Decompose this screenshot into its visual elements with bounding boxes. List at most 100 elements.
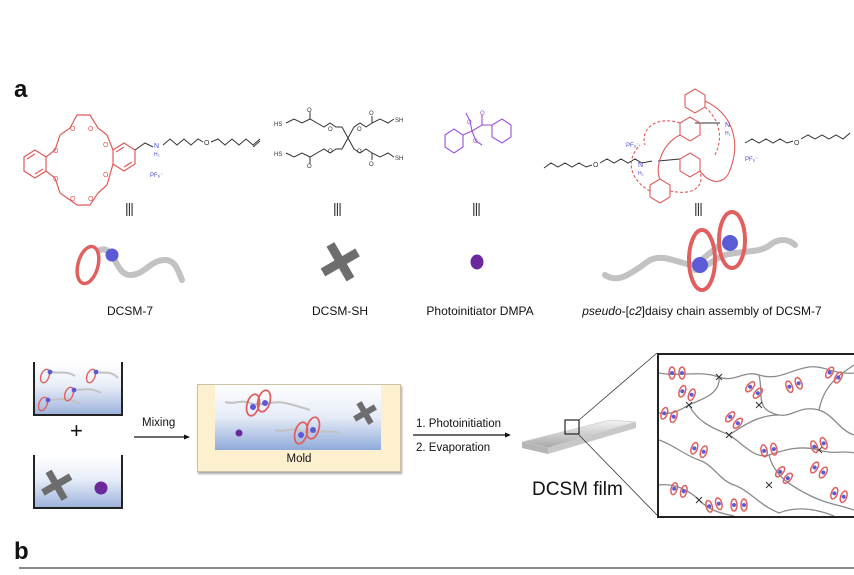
equiv-symbol-dcsm7: ||| <box>125 200 134 216</box>
crosslink-icon <box>755 401 763 409</box>
svg-text:PF₆⁻: PF₆⁻ <box>745 157 758 163</box>
plus-sign: + <box>70 418 83 443</box>
crosslink-icon <box>685 401 693 409</box>
svg-text:O: O <box>70 126 76 133</box>
svg-text:PF₆⁻: PF₆⁻ <box>150 173 163 179</box>
panel-label-a: a <box>14 76 28 103</box>
svg-text:O: O <box>103 172 109 179</box>
svg-text:O: O <box>473 139 478 145</box>
svg-text:HS: HS <box>274 152 282 158</box>
mixing-arrow-icon <box>134 434 190 440</box>
svg-text:N: N <box>725 122 730 129</box>
polymer-chain <box>778 508 835 516</box>
daisy-chain-pair-icon <box>730 498 748 512</box>
beaker-dcsmsh-dmpa <box>33 455 123 509</box>
equiv-symbol-dmpa: ||| <box>472 200 481 216</box>
daisy-chain-pair-icon <box>660 406 678 424</box>
svg-text:PF₆⁻: PF₆⁻ <box>626 143 639 149</box>
crosslink-icon <box>715 373 723 381</box>
polymer-chain <box>659 439 780 514</box>
ammonium-bead-icon <box>105 248 119 262</box>
polymer-chain <box>728 414 780 436</box>
daisy-chain-pair-icon <box>809 461 829 479</box>
caption-dcsmsh: DCSM-SH <box>312 304 368 318</box>
daisy-cartoon <box>602 210 798 292</box>
caption-daisy: pseudo-[c2]daisy chain assembly of DCSM-… <box>572 304 832 318</box>
svg-text:O: O <box>328 149 333 155</box>
svg-text:H₂: H₂ <box>725 131 731 137</box>
svg-text:O: O <box>307 164 312 170</box>
caption-daisy-italic: pseudo <box>582 304 622 318</box>
process-arrow-icon <box>413 432 511 438</box>
svg-text:O: O <box>307 108 312 114</box>
svg-text:O: O <box>328 127 333 133</box>
dcsm7-cartoon <box>75 244 185 286</box>
svg-text:O: O <box>103 142 109 149</box>
daisy-chain-pair-icon <box>705 497 723 513</box>
dcsmsh-structure: HS HS SH SH O O O O O O O O <box>274 108 403 170</box>
polymer-chain <box>818 364 854 411</box>
svg-text:N: N <box>638 162 643 169</box>
svg-text:O: O <box>467 120 472 126</box>
daisy-chain-pair-icon <box>744 381 764 399</box>
daisy-chain-pair-icon <box>774 466 794 484</box>
dmpa-structure: O O O <box>444 111 512 154</box>
svg-text:H₂: H₂ <box>154 152 160 158</box>
crosslink-icon <box>765 481 773 489</box>
svg-text:O: O <box>357 127 362 133</box>
svg-text:H₂: H₂ <box>638 171 644 177</box>
equiv-symbol-daisy: ||| <box>694 200 703 216</box>
caption-dcsm7: DCSM-7 <box>106 304 153 318</box>
caption-daisy-rest: ]daisy chain assembly of DCSM-7 <box>641 304 822 318</box>
svg-text:HS: HS <box>274 122 282 128</box>
svg-text:O: O <box>88 196 94 203</box>
dmpa-dot-icon <box>470 254 484 270</box>
svg-text:O: O <box>53 148 59 155</box>
dcsm-film-icon <box>521 419 637 454</box>
daisy-chain-pair-icon <box>668 366 686 380</box>
daisy-chain-pair-icon <box>724 411 744 429</box>
svg-text:O: O <box>593 162 599 169</box>
svg-text:O: O <box>70 196 76 203</box>
panel-b-divider <box>19 567 854 569</box>
svg-text:N: N <box>154 143 159 150</box>
beaker-dcsm7 <box>33 362 123 416</box>
equiv-symbol-dcsmsh: ||| <box>333 200 342 216</box>
daisy-chain-pair-icon <box>824 366 844 384</box>
svg-text:O: O <box>204 140 210 147</box>
svg-text:O: O <box>88 126 94 133</box>
svg-text:O: O <box>794 140 800 147</box>
caption-daisy-mid: -[ <box>621 304 629 318</box>
svg-text:O: O <box>357 149 362 155</box>
zoom-selection-box <box>564 419 580 435</box>
panel-label-b: b <box>14 538 29 565</box>
svg-text:O: O <box>480 111 485 117</box>
mixing-label: Mixing <box>142 417 176 429</box>
svg-text:SH: SH <box>395 118 403 124</box>
mold-solution <box>215 385 381 450</box>
polymer-chain <box>659 366 854 380</box>
crosslink-icon <box>695 496 703 504</box>
network-zoom-panel <box>657 353 854 518</box>
daisy-chain-pair-icon <box>678 384 696 402</box>
mold-label: Mold <box>286 453 312 465</box>
daisy-chain-pair-icon <box>670 482 688 498</box>
step2-label: 2. Evaporation <box>416 442 491 454</box>
dcsm7-structure: O O O O O O O O N H₂ O PF₆⁻ <box>23 114 261 206</box>
svg-text:O: O <box>53 176 59 183</box>
svg-text:O: O <box>369 162 374 168</box>
svg-text:SH: SH <box>395 156 403 162</box>
film-label: DCSM film <box>532 479 623 500</box>
daisy-chain-pair-icon <box>690 441 708 459</box>
crosslink-icon <box>725 431 733 439</box>
mold: Mold <box>197 384 401 472</box>
daisy-chain-structure: N H₂ N H₂ PF₆⁻ PF₆⁻ O O <box>543 88 851 204</box>
svg-text:O: O <box>369 111 374 117</box>
caption-dmpa: Photoinitiator DMPA <box>426 304 534 318</box>
polymer-chain <box>758 374 854 436</box>
daisy-chain-pair-icon <box>830 486 848 504</box>
zoom-lines <box>578 352 658 516</box>
step1-label: 1. Photoinitiation <box>416 418 502 430</box>
caption-daisy-italic2: c2 <box>628 304 642 318</box>
daisy-chain-pair-icon <box>785 376 803 394</box>
